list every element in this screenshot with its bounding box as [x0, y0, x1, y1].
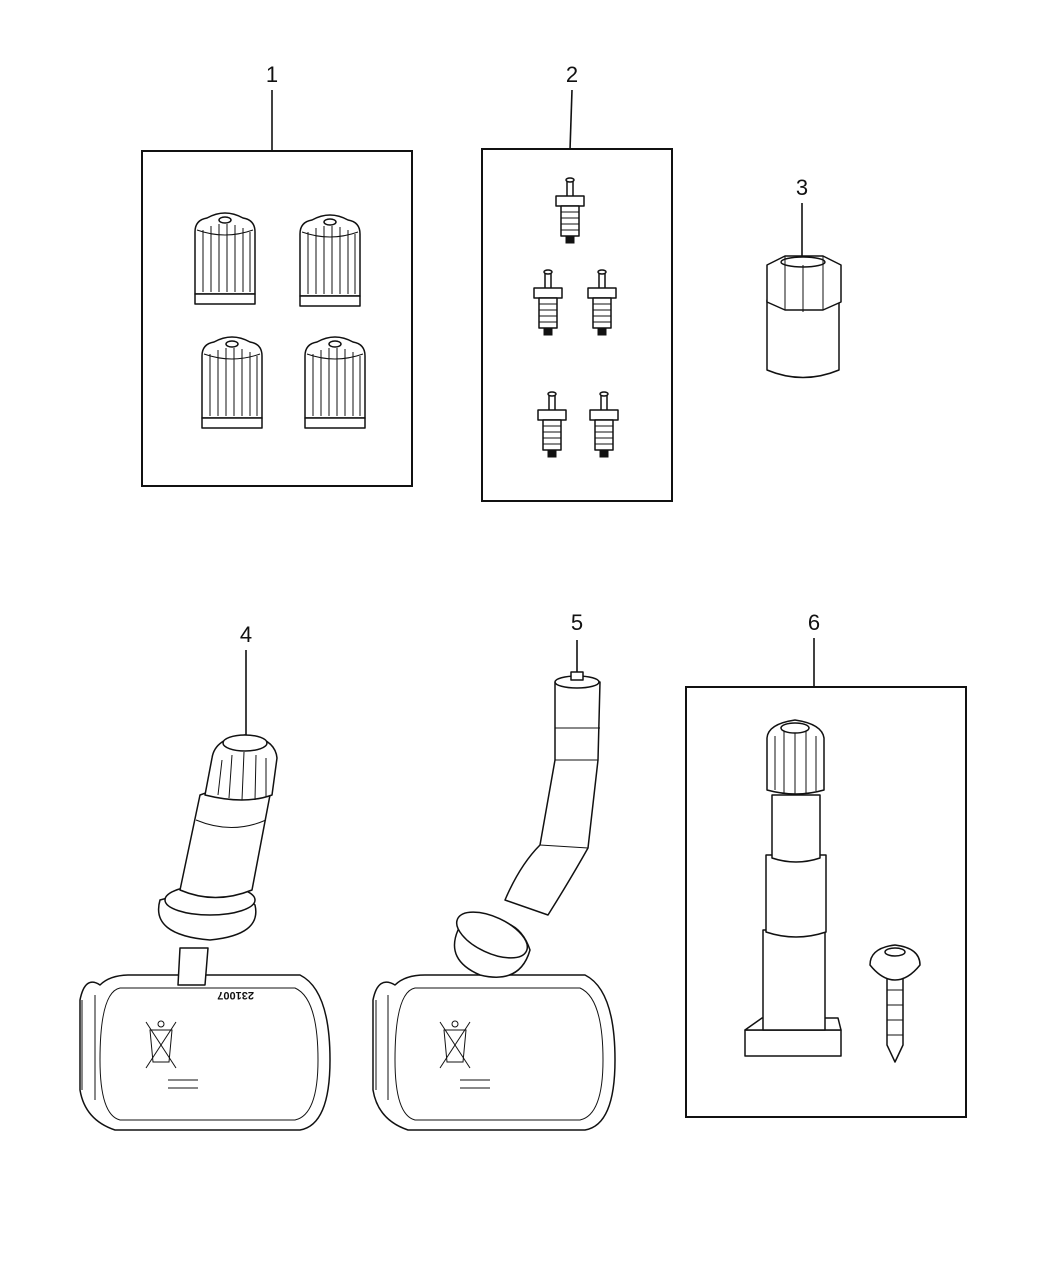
callout-4: 4	[240, 622, 252, 647]
recycle-bin-crossed-icon	[145, 1020, 177, 1069]
valve-core-icon	[533, 269, 563, 336]
valve-core-icon	[537, 391, 567, 458]
leader-line-2	[569, 89, 573, 151]
tpms-sensor-icon: 231007	[79, 734, 331, 1131]
callout-3: 3	[796, 175, 808, 200]
callout-1: 1	[266, 62, 278, 87]
tpms-sensor-icon	[372, 671, 616, 1131]
callout-5: 5	[571, 610, 583, 635]
valve-cap-icon	[201, 336, 263, 429]
valve-cap-icon	[304, 336, 366, 429]
valve-core-icon	[589, 391, 619, 458]
valve-core-icon	[587, 269, 617, 336]
box-2	[481, 148, 673, 502]
recycle-bin-crossed-icon	[439, 1020, 471, 1069]
callout-2: 2	[566, 62, 578, 87]
callout-6: 6	[808, 610, 820, 635]
box-1	[141, 150, 413, 487]
hex-socket-icon	[766, 255, 842, 379]
screw-icon	[869, 944, 921, 1063]
valve-stem-icon	[744, 719, 842, 1057]
valve-core-icon	[555, 177, 585, 244]
valve-cap-icon	[194, 212, 256, 305]
valve-cap-icon	[299, 214, 361, 307]
sensor-part-code: 231007	[217, 989, 254, 1001]
box-6	[685, 686, 967, 1118]
